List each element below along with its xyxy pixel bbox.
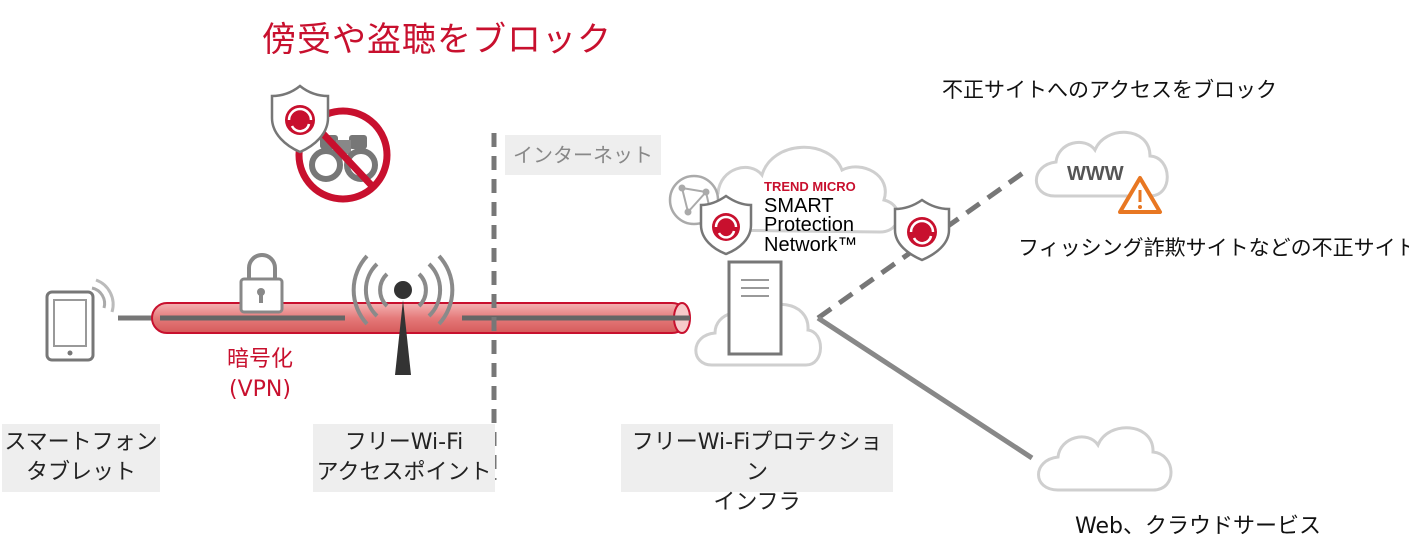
brand-smart: SMART <box>764 195 834 217</box>
www-text: WWW <box>1067 163 1124 185</box>
internet-label: インターネット <box>505 135 661 175</box>
server-icon <box>727 260 783 356</box>
wifi-antenna-icon <box>351 254 455 375</box>
access-point-line2: アクセスポイント <box>316 460 492 485</box>
access-point-line1: フリーWi-Fi <box>344 430 464 455</box>
encryption-line2: (VPN) <box>229 377 291 402</box>
encryption-label: 暗号化 (VPN) <box>205 345 315 405</box>
allowed-route <box>816 315 1034 461</box>
tablet-icon <box>45 278 115 362</box>
device-line1: スマートフォン <box>4 430 158 455</box>
brand-network: Network™ <box>764 234 857 256</box>
access-point-label: フリーWi-Fi アクセスポイント <box>313 424 495 492</box>
cloud-icon <box>1037 426 1173 492</box>
infra-line2: インフラ <box>713 490 801 515</box>
page-title: 傍受や盗聴をブロック <box>262 20 612 60</box>
phishing-label: フィッシング詐欺サイトなどの不正サイト <box>1018 236 1409 260</box>
encryption-line1: 暗号化 <box>226 347 293 372</box>
device-label: スマートフォン タブレット <box>2 424 160 492</box>
vpn-tunnel <box>151 302 691 334</box>
infra-line1: フリーWi-Fiプロテクション <box>631 430 883 485</box>
warning-icon <box>1118 176 1162 214</box>
shield-icon <box>270 84 330 154</box>
brand-trend-micro: TREND MICRO <box>764 179 856 194</box>
cloud-services-label: Web、クラウドサービス <box>1075 514 1321 539</box>
cloud-icon <box>1034 130 1169 198</box>
infra-label: フリーWi-Fiプロテクション インフラ <box>621 424 893 515</box>
block-sites-label: 不正サイトへのアクセスをブロック <box>942 78 1277 102</box>
lock-icon <box>239 253 284 314</box>
blocked-route <box>816 165 1032 321</box>
shield-icon <box>893 198 951 262</box>
device-line2: タブレット <box>25 460 136 485</box>
shield-icon <box>699 194 753 256</box>
brand-protection: Protection <box>764 214 854 236</box>
